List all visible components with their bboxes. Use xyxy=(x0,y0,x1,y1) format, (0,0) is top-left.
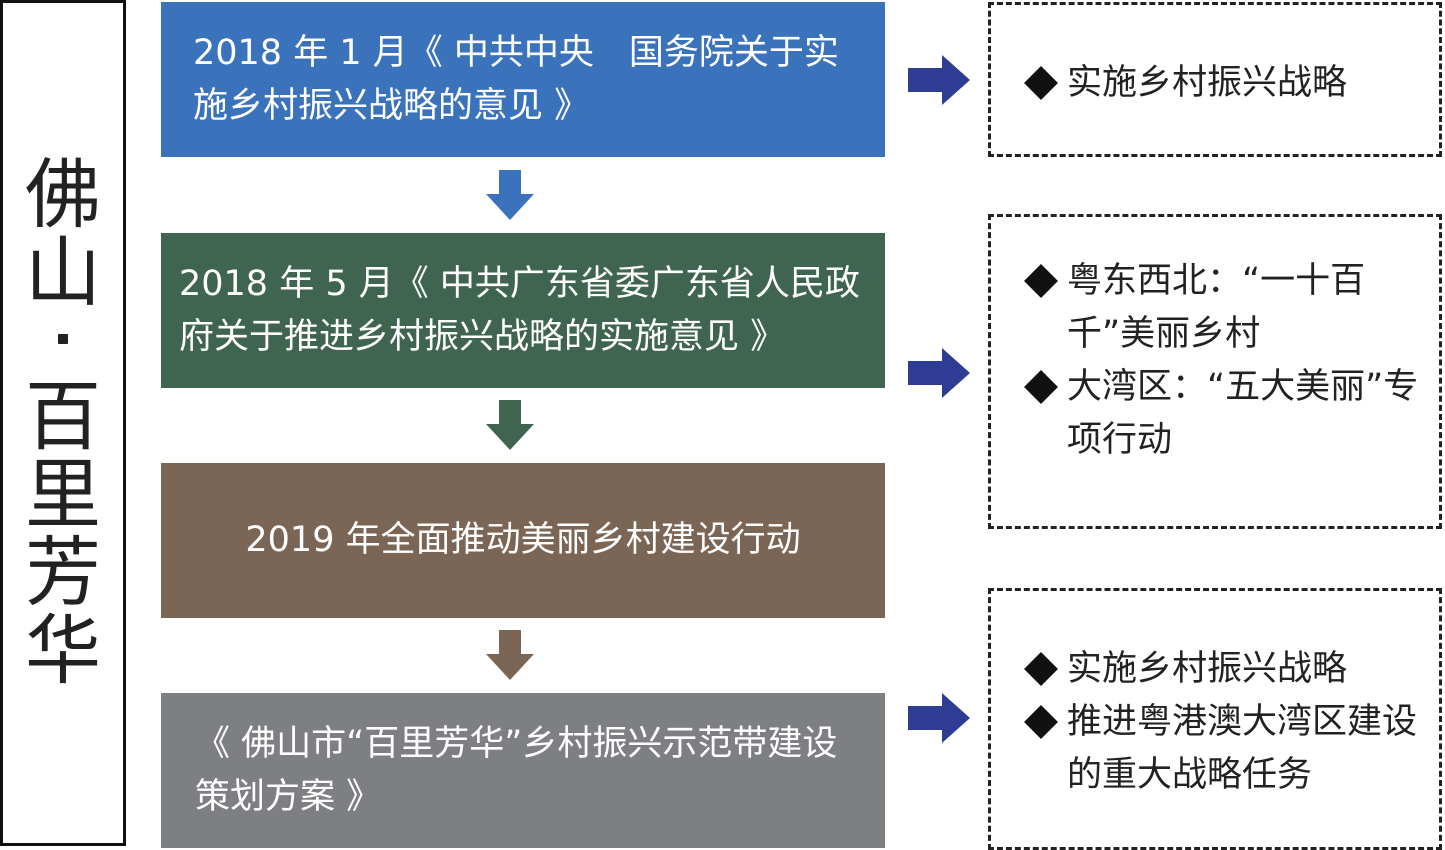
note-box-2: 粤东西北：“一十百千”美丽乡村 大湾区：“五大美丽”专项行动 xyxy=(988,214,1442,529)
down-arrow-icon xyxy=(486,170,534,220)
note-item-text: 粤东西北：“一十百千”美丽乡村 xyxy=(1067,261,1366,354)
side-title: 佛 山 百 里 芳 华 xyxy=(0,0,126,846)
right-arrow-icon xyxy=(908,348,970,398)
diamond-bullet-icon xyxy=(1024,370,1058,404)
step-text: 2018 年 1 月《 中共中央 国务院关于实施乡村振兴战略的意见 》 xyxy=(193,32,839,126)
note-item: 粤东西北：“一十百千”美丽乡村 xyxy=(1023,255,1439,361)
side-title-char: 山 xyxy=(25,228,101,317)
separator-dot xyxy=(58,334,68,344)
side-title-char: 百 xyxy=(25,372,101,461)
side-title-char: 里 xyxy=(25,450,101,539)
note-item-text: 实施乡村振兴战略 xyxy=(1067,649,1348,689)
step-box-4: 《 佛山市“百里芳华”乡村振兴示范带建设策划方案 》 xyxy=(161,693,885,848)
note-box-1: 实施乡村振兴战略 xyxy=(988,2,1442,157)
note-item: 实施乡村振兴战略 xyxy=(1023,57,1439,110)
diamond-bullet-icon xyxy=(1024,66,1058,100)
right-arrow-icon xyxy=(908,55,970,105)
diamond-bullet-icon xyxy=(1024,705,1058,739)
step-text: 《 佛山市“百里芳华”乡村振兴示范带建设策划方案 》 xyxy=(195,723,838,817)
note-item-text: 实施乡村振兴战略 xyxy=(1067,63,1348,103)
step-text: 2019 年全面推动美丽乡村建设行动 xyxy=(245,520,801,560)
note-item-text: 推进粤港澳大湾区建设的重大战略任务 xyxy=(1067,702,1418,795)
note-item-text: 大湾区：“五大美丽”专项行动 xyxy=(1067,367,1419,460)
diamond-bullet-icon xyxy=(1024,264,1058,298)
note-item: 推进粤港澳大湾区建设的重大战略任务 xyxy=(1023,696,1439,802)
right-arrow-icon xyxy=(908,693,970,743)
down-arrow-icon xyxy=(486,630,534,680)
step-text: 2018 年 5 月《 中共广东省委广东省人民政府关于推进乡村振兴战略的实施意见… xyxy=(179,263,860,357)
step-box-3: 2019 年全面推动美丽乡村建设行动 xyxy=(161,463,885,618)
side-title-char: 华 xyxy=(25,606,101,695)
side-title-char: 佛 xyxy=(25,150,101,239)
note-item: 大湾区：“五大美丽”专项行动 xyxy=(1023,361,1439,467)
diamond-bullet-icon xyxy=(1024,652,1058,686)
step-box-2: 2018 年 5 月《 中共广东省委广东省人民政府关于推进乡村振兴战略的实施意见… xyxy=(161,233,885,388)
step-box-1: 2018 年 1 月《 中共中央 国务院关于实施乡村振兴战略的意见 》 xyxy=(161,2,885,157)
down-arrow-icon xyxy=(486,400,534,450)
note-item: 实施乡村振兴战略 xyxy=(1023,643,1439,696)
note-box-3: 实施乡村振兴战略 推进粤港澳大湾区建设的重大战略任务 xyxy=(988,588,1442,850)
side-title-char: 芳 xyxy=(25,528,101,617)
